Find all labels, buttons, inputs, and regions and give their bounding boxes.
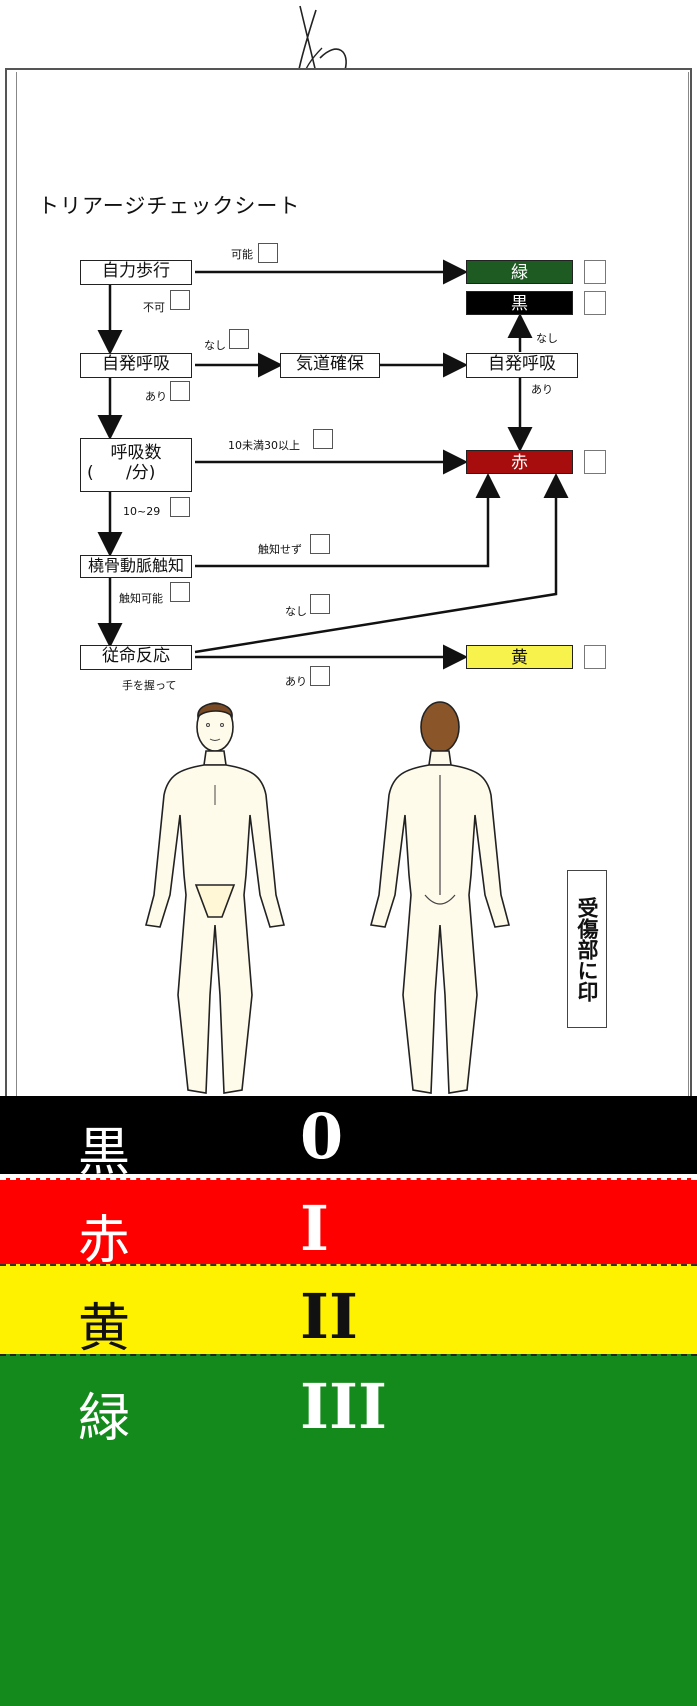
- cmd-present-label: あり: [285, 673, 307, 689]
- band-yellow[interactable]: 黄 II: [0, 1264, 697, 1354]
- cmd-present-checkbox[interactable]: [310, 666, 330, 686]
- body-front-figure[interactable]: [130, 695, 300, 1105]
- band-yellow-name: 黄: [78, 1286, 130, 1361]
- walk-yes-label: 可能: [231, 246, 253, 262]
- after-none-label: なし: [536, 330, 558, 346]
- cmd-none-label: なし: [285, 603, 307, 619]
- result-green: 緑: [466, 260, 573, 284]
- rate-abnormal-checkbox[interactable]: [313, 429, 333, 449]
- breath-none-label: なし: [204, 337, 226, 353]
- resp-rate-label: 呼吸数: [81, 443, 191, 463]
- pulse-present-checkbox[interactable]: [170, 582, 190, 602]
- injury-mark-label: 受傷部に印: [567, 870, 607, 1028]
- band-black[interactable]: 黒 0: [0, 1096, 697, 1174]
- breath-present-label: あり: [145, 388, 167, 404]
- body-back-figure[interactable]: [355, 695, 525, 1105]
- breath-present-checkbox[interactable]: [170, 381, 190, 401]
- breath-none-checkbox[interactable]: [229, 329, 249, 349]
- result-black: 黒: [466, 291, 573, 315]
- band-green[interactable]: 緑 III: [0, 1354, 697, 1706]
- rate-normal-label: 10~29: [123, 505, 160, 518]
- result-yellow: 黄: [466, 645, 573, 669]
- pulse-absent-label: 触知せず: [258, 541, 302, 557]
- walk-yes-checkbox[interactable]: [258, 243, 278, 263]
- red-checkbox[interactable]: [584, 450, 606, 474]
- pulse-absent-checkbox[interactable]: [310, 534, 330, 554]
- spont-breath-box: 自発呼吸: [80, 353, 192, 378]
- rate-normal-checkbox[interactable]: [170, 497, 190, 517]
- command-box: 従命反応: [80, 645, 192, 670]
- walk-no-checkbox[interactable]: [170, 290, 190, 310]
- walk-box: 自力歩行: [80, 260, 192, 285]
- resp-rate-unit: ( /分): [81, 463, 191, 483]
- spont-breath-after-box: 自発呼吸: [466, 353, 578, 378]
- yellow-checkbox[interactable]: [584, 645, 606, 669]
- green-checkbox[interactable]: [584, 260, 606, 284]
- black-checkbox[interactable]: [584, 291, 606, 315]
- cmd-none-checkbox[interactable]: [310, 594, 330, 614]
- band-green-level: III: [300, 1370, 387, 1443]
- band-yellow-level: II: [300, 1280, 358, 1353]
- band-red[interactable]: 赤 I: [0, 1178, 697, 1264]
- band-black-level: 0: [300, 1100, 343, 1173]
- radial-pulse-box: 橈骨動脈触知: [80, 555, 192, 578]
- resp-rate-box: 呼吸数 ( /分): [80, 438, 192, 492]
- result-red: 赤: [466, 450, 573, 474]
- band-red-name: 赤: [78, 1198, 130, 1273]
- walk-no-label: 不可: [143, 299, 165, 315]
- band-red-level: I: [300, 1192, 329, 1265]
- airway-box: 気道確保: [280, 353, 380, 378]
- pulse-present-label: 触知可能: [119, 590, 163, 606]
- band-green-name: 緑: [78, 1376, 130, 1451]
- cmd-hint-label: 手を握って: [122, 677, 176, 693]
- rate-abnormal-label: 10未満30以上: [228, 437, 300, 453]
- after-present-label: あり: [531, 381, 553, 397]
